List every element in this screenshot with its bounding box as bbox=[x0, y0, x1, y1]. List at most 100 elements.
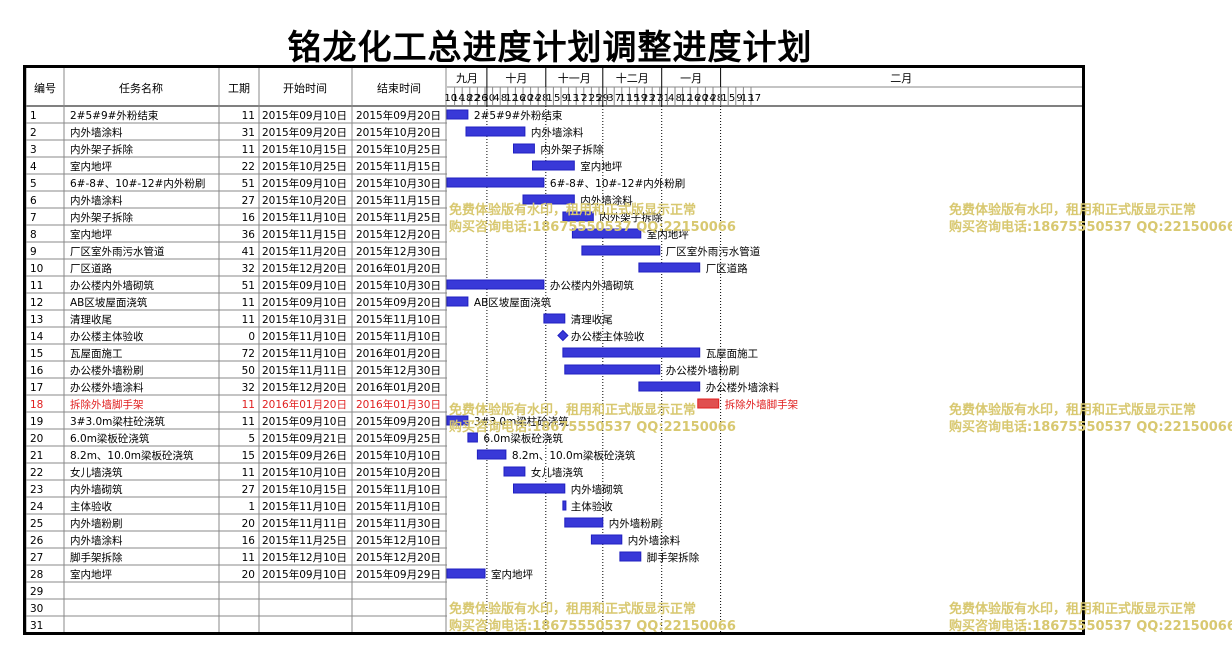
gantt-bar bbox=[562, 347, 701, 358]
task-name: 室内地坪 bbox=[70, 228, 112, 241]
gantt-bar bbox=[619, 551, 642, 562]
gantt-bar bbox=[581, 245, 661, 256]
gantt-bar-label: 办公楼主体验收 bbox=[571, 330, 645, 343]
gantt-bar-label: 女儿墙浇筑 bbox=[531, 466, 584, 479]
task-name: 办公楼主体验收 bbox=[70, 330, 144, 343]
task-id: 24 bbox=[30, 501, 44, 513]
day-tick-label: 13 bbox=[566, 93, 579, 104]
task-id: 3 bbox=[30, 144, 37, 156]
task-duration: 11 bbox=[242, 416, 255, 428]
task-name: 脚手架拆除 bbox=[70, 551, 123, 564]
day-tick-label: 1 bbox=[721, 93, 727, 104]
gantt-bar-label: 2#5#9#外粉结束 bbox=[474, 109, 563, 122]
gantt-bar bbox=[564, 364, 661, 375]
task-id: 6 bbox=[30, 195, 37, 207]
task-start: 2015年09月10日 bbox=[262, 177, 347, 190]
task-duration: 51 bbox=[242, 178, 255, 190]
task-duration: 16 bbox=[242, 212, 256, 224]
task-start: 2016年01月20日 bbox=[262, 398, 347, 411]
task-name: 办公楼内外墙砌筑 bbox=[70, 279, 154, 292]
day-tick-label: 22 bbox=[467, 93, 480, 104]
gantt-bar bbox=[697, 398, 720, 409]
task-end: 2015年10月25日 bbox=[356, 143, 441, 156]
task-name: 室内地坪 bbox=[70, 160, 112, 173]
column-header: 任务名称 bbox=[119, 81, 163, 95]
day-tick-label: 31 bbox=[657, 93, 670, 104]
gantt-bar bbox=[446, 177, 545, 188]
task-id: 30 bbox=[30, 603, 43, 615]
month-label: 二月 bbox=[890, 72, 912, 85]
gantt-bar bbox=[562, 211, 594, 222]
day-tick-label: 20 bbox=[695, 93, 708, 104]
task-id: 12 bbox=[30, 297, 43, 309]
page-title: 铭龙化工总进度计划调整进度计划 bbox=[287, 28, 813, 68]
day-tick-label: 3 bbox=[607, 93, 613, 104]
task-name: 内外墙涂料 bbox=[70, 126, 123, 139]
day-tick-label: 15 bbox=[627, 93, 640, 104]
column-header: 结束时间 bbox=[377, 82, 421, 95]
gantt-bar-label: 办公楼外墙涂料 bbox=[706, 381, 780, 394]
task-name: 室内地坪 bbox=[70, 568, 112, 581]
gantt-bar-label: 内外墙粉刷 bbox=[609, 517, 662, 530]
task-duration: 16 bbox=[242, 535, 256, 547]
gantt-bar-label: 厂区道路 bbox=[706, 262, 748, 275]
task-end: 2015年09月25日 bbox=[356, 432, 441, 445]
day-tick-label: 20 bbox=[520, 93, 533, 104]
gantt-bar bbox=[446, 568, 486, 579]
task-start: 2015年09月21日 bbox=[262, 432, 347, 445]
task-name: 内外架子拆除 bbox=[70, 211, 133, 224]
task-duration: 20 bbox=[242, 518, 255, 530]
task-id: 13 bbox=[30, 314, 43, 326]
task-duration: 20 bbox=[242, 569, 255, 581]
month-label: 九月 bbox=[456, 72, 478, 85]
task-end: 2015年12月30日 bbox=[356, 245, 441, 258]
day-tick-label: 16 bbox=[688, 93, 701, 104]
day-tick-label: 5 bbox=[729, 93, 735, 104]
task-name: 主体验收 bbox=[70, 500, 112, 513]
task-duration: 0 bbox=[248, 331, 255, 343]
task-start: 2015年11月11日 bbox=[262, 364, 347, 377]
task-name: 女儿墙浇筑 bbox=[70, 466, 123, 479]
column-header: 开始时间 bbox=[283, 81, 327, 95]
day-tick-label: 7 bbox=[615, 93, 621, 104]
day-tick-label: 4 bbox=[493, 93, 499, 104]
task-end: 2015年11月15日 bbox=[356, 194, 441, 207]
task-end: 2015年10月10日 bbox=[356, 449, 441, 462]
task-start: 2015年11月25日 bbox=[262, 534, 347, 547]
day-tick-label: 18 bbox=[460, 93, 473, 104]
task-name: 内外架子拆除 bbox=[70, 143, 133, 156]
month-label: 十月 bbox=[505, 71, 527, 85]
day-tick-label: 17 bbox=[748, 93, 761, 104]
task-start: 2015年09月10日 bbox=[262, 415, 347, 428]
gantt-bar-label: 内外架子拆除 bbox=[599, 211, 662, 224]
gantt-bar bbox=[465, 126, 526, 137]
task-duration: 36 bbox=[242, 229, 256, 241]
task-id: 28 bbox=[30, 569, 43, 581]
task-name: 3#3.0m梁柱砼浇筑 bbox=[70, 415, 165, 428]
task-duration: 5 bbox=[248, 433, 255, 445]
day-tick-label: 16 bbox=[513, 93, 526, 104]
task-end: 2016年01月30日 bbox=[356, 398, 441, 411]
task-end: 2015年10月20日 bbox=[356, 126, 441, 139]
day-tick-label: 11 bbox=[619, 93, 632, 104]
gantt-bar bbox=[564, 517, 604, 528]
gantt-bar bbox=[446, 109, 469, 120]
task-duration: 11 bbox=[242, 399, 255, 411]
gantt-bar bbox=[638, 262, 701, 273]
day-tick-label: 30 bbox=[482, 93, 495, 104]
gantt-bar bbox=[467, 432, 478, 443]
day-tick-label: 9 bbox=[736, 93, 742, 104]
day-tick-label: 21 bbox=[581, 93, 594, 104]
task-duration: 27 bbox=[242, 195, 255, 207]
task-duration: 27 bbox=[242, 484, 255, 496]
task-start: 2015年11月11日 bbox=[262, 517, 347, 530]
task-name: 内外墙粉刷 bbox=[70, 517, 123, 530]
task-duration: 11 bbox=[242, 467, 255, 479]
task-duration: 32 bbox=[242, 263, 255, 275]
task-start: 2015年10月20日 bbox=[262, 194, 347, 207]
task-end: 2015年12月20日 bbox=[356, 551, 441, 564]
task-name: 内外墙涂料 bbox=[70, 194, 123, 207]
task-id: 26 bbox=[30, 535, 44, 547]
gantt-bar-label: 3#3.0m梁柱砼浇筑 bbox=[474, 415, 569, 428]
task-start: 2015年09月10日 bbox=[262, 109, 347, 122]
